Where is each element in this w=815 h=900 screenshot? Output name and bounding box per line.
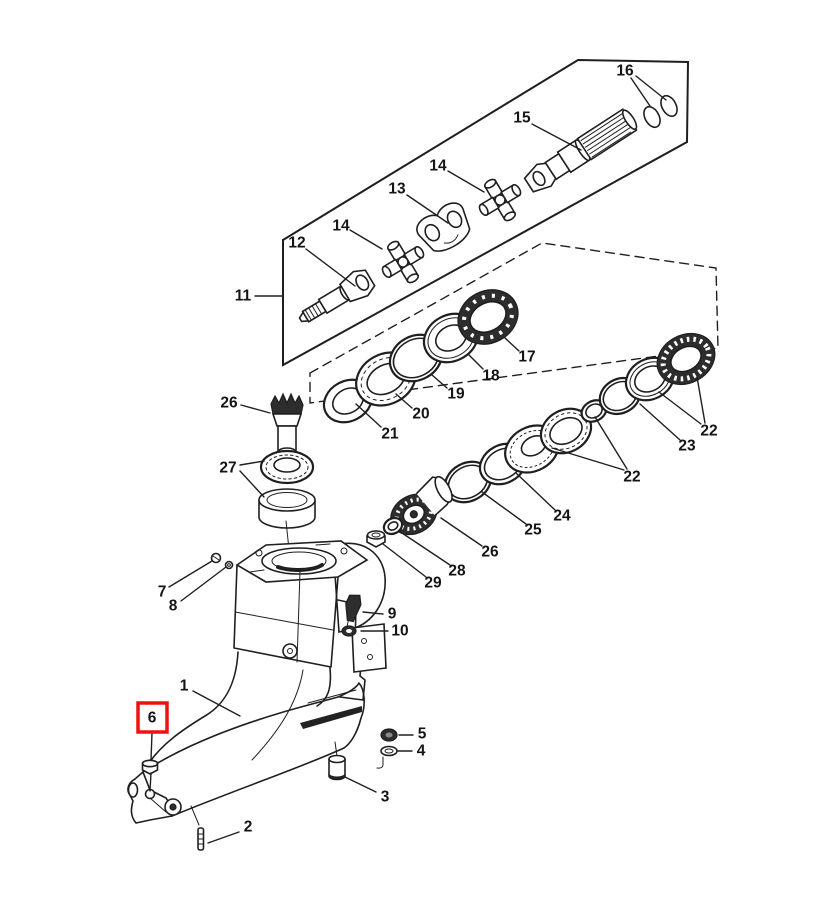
leader-line-1 bbox=[192, 690, 241, 717]
bearing-group-dashed-box bbox=[309, 242, 719, 404]
part-5-nut bbox=[380, 728, 398, 742]
callout-23[interactable]: 23 bbox=[678, 438, 696, 455]
callout-15[interactable]: 15 bbox=[513, 110, 531, 127]
part-8-washer bbox=[224, 560, 234, 570]
part-22-roller-bearing bbox=[656, 332, 716, 386]
leader-line-20 bbox=[395, 393, 413, 409]
leader-line-7 bbox=[168, 560, 213, 588]
leader-line-28 bbox=[398, 530, 451, 566]
leader-line-2 bbox=[207, 831, 240, 844]
leader-line-14b bbox=[349, 229, 383, 250]
callout-19[interactable]: 19 bbox=[447, 386, 465, 403]
leader-line-8 bbox=[180, 566, 227, 602]
hardware-connector-line bbox=[376, 756, 384, 769]
part-12-yoke-shaft bbox=[298, 269, 376, 323]
callout-29[interactable]: 29 bbox=[424, 575, 442, 592]
part-13-coupling-yoke bbox=[416, 202, 471, 252]
part-15-splined-shaft bbox=[523, 108, 638, 193]
leader-line-27 bbox=[239, 460, 265, 466]
callout-11[interactable]: 11 bbox=[235, 288, 252, 305]
leader-line-12 bbox=[305, 248, 356, 287]
leader-line-6 bbox=[150, 732, 153, 761]
callout-2[interactable]: 2 bbox=[244, 819, 253, 836]
part-16-o-rings bbox=[643, 94, 678, 129]
part-26-vertical-gear bbox=[270, 392, 304, 457]
callout-5[interactable]: 5 bbox=[418, 726, 427, 743]
part-28-washer bbox=[382, 516, 404, 536]
leader-line-14a bbox=[447, 170, 485, 193]
leader-line-29 bbox=[382, 543, 427, 578]
leader-line-9 bbox=[362, 611, 384, 615]
part-9-shift-lever bbox=[345, 594, 362, 626]
leader-line-22b bbox=[658, 391, 702, 425]
part-4-washer bbox=[380, 745, 398, 757]
callout-8[interactable]: 8 bbox=[169, 598, 178, 615]
leader-line-27 bbox=[239, 470, 265, 498]
part-6-nut bbox=[141, 759, 159, 775]
part-27-bearing-race bbox=[258, 488, 316, 529]
callout-20[interactable]: 20 bbox=[412, 406, 429, 423]
callout-24[interactable]: 24 bbox=[553, 508, 571, 525]
part-17-bearing-race bbox=[457, 289, 519, 345]
leader-line-22a bbox=[594, 416, 628, 470]
callout-22a[interactable]: 22 bbox=[623, 469, 640, 486]
callout-6[interactable]: 6 bbox=[148, 710, 157, 727]
leader-line-22b bbox=[696, 376, 706, 424]
callout-18[interactable]: 18 bbox=[482, 368, 500, 385]
part-7-screw bbox=[210, 552, 222, 564]
leader-line-23 bbox=[639, 403, 681, 441]
part-3-plug bbox=[328, 741, 346, 781]
callout-16[interactable]: 16 bbox=[616, 63, 634, 80]
callout-26a[interactable]: 26 bbox=[220, 395, 238, 412]
highlight-box-part-6[interactable] bbox=[136, 701, 169, 734]
part-1-gear-housing bbox=[127, 540, 387, 824]
callout-21[interactable]: 21 bbox=[381, 426, 399, 443]
callout-28[interactable]: 28 bbox=[448, 563, 466, 580]
driveshaft-assembly-box bbox=[282, 58, 690, 367]
callout-1[interactable]: 1 bbox=[180, 678, 189, 695]
part-14-ujoint-cross-lower bbox=[381, 240, 425, 284]
leader-line-17 bbox=[504, 337, 520, 352]
callout-14b[interactable]: 14 bbox=[332, 218, 350, 235]
part-27-taper-bearing bbox=[259, 449, 315, 485]
callout-7[interactable]: 7 bbox=[158, 584, 167, 601]
callout-13[interactable]: 13 bbox=[388, 181, 406, 198]
callout-3[interactable]: 3 bbox=[381, 789, 390, 806]
leader-line-25 bbox=[481, 491, 527, 525]
callout-26b[interactable]: 26 bbox=[481, 544, 499, 561]
leader-line-13 bbox=[406, 194, 449, 224]
part-29-nut bbox=[366, 530, 386, 548]
callout-22b[interactable]: 22 bbox=[700, 423, 717, 440]
leader-line-18 bbox=[468, 354, 484, 370]
part-2-pin bbox=[190, 805, 205, 851]
callout-12[interactable]: 12 bbox=[288, 235, 305, 252]
part-10-nut bbox=[341, 625, 357, 637]
leader-line-3 bbox=[344, 776, 377, 793]
leader-line-16 bbox=[635, 75, 667, 101]
part-14-ujoint-cross-upper bbox=[478, 178, 522, 222]
callout-9[interactable]: 9 bbox=[388, 606, 397, 623]
leader-line-26b bbox=[440, 517, 483, 547]
leader-line-26a bbox=[240, 404, 271, 414]
leader-line-16 bbox=[630, 77, 651, 107]
callout-25[interactable]: 25 bbox=[524, 522, 542, 539]
leader-line-22a bbox=[551, 447, 625, 471]
leader-line-24 bbox=[515, 472, 556, 511]
leader-line-6 bbox=[149, 772, 152, 792]
callout-14a[interactable]: 14 bbox=[429, 158, 447, 175]
callout-27[interactable]: 27 bbox=[219, 460, 236, 477]
callout-10[interactable]: 10 bbox=[391, 623, 408, 640]
leader-line-15 bbox=[531, 123, 582, 151]
leader-line-21 bbox=[355, 403, 382, 428]
leader-line-19 bbox=[431, 374, 448, 389]
callout-4[interactable]: 4 bbox=[417, 743, 426, 760]
callout-17[interactable]: 17 bbox=[518, 349, 535, 366]
